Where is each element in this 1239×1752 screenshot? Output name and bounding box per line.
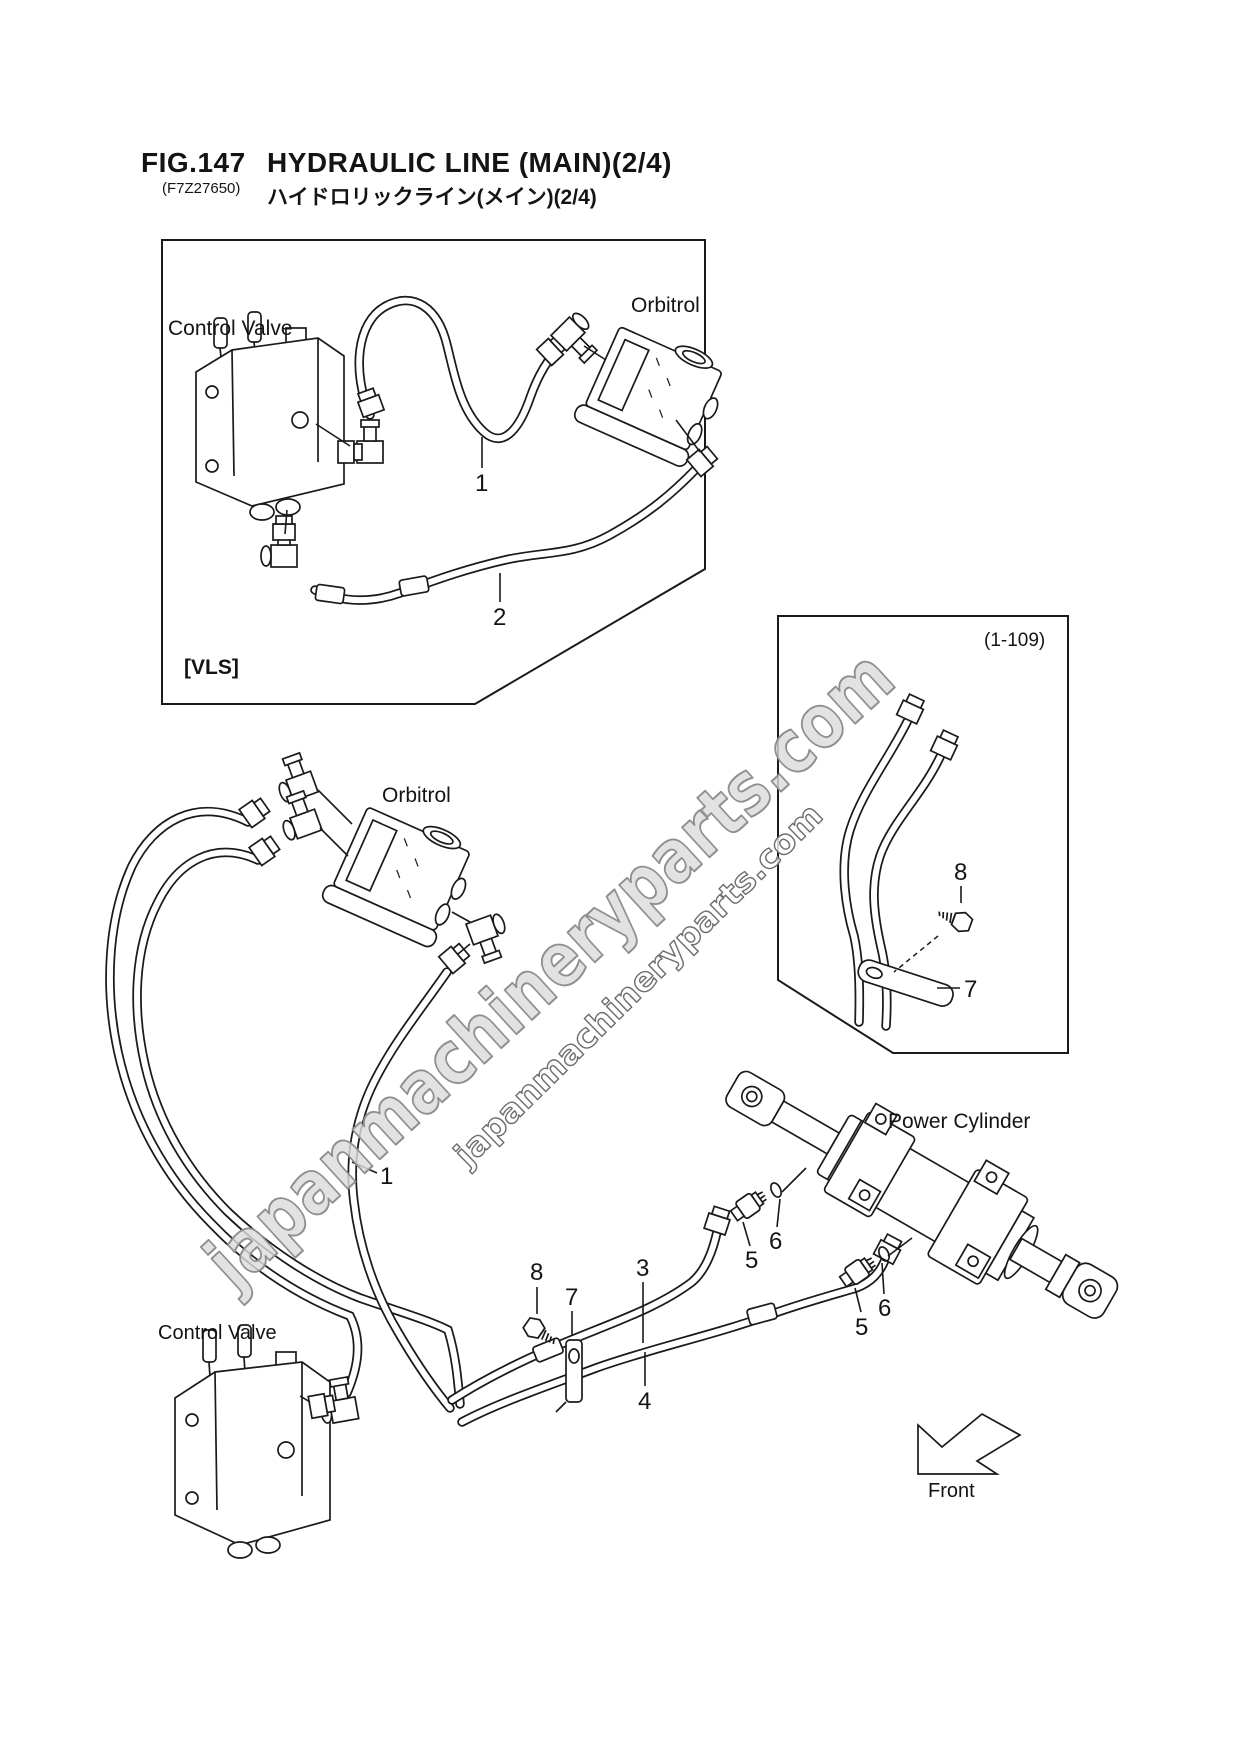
ref-clamp-drawing — [857, 959, 954, 1007]
callout-7-ref: 7 — [964, 976, 978, 1003]
hose-2-drawing — [260, 419, 721, 605]
hose-4-drawing — [457, 1231, 906, 1427]
callout-3: 3 — [636, 1255, 650, 1282]
callout-6a: 6 — [769, 1228, 783, 1255]
figure-number: FIG.147 — [141, 147, 246, 178]
control-valve-bottom-drawing — [174, 1324, 360, 1559]
orbitrol-top-drawing — [573, 326, 722, 467]
main-hoses-drawing — [105, 794, 473, 1413]
front-arrow — [917, 1412, 1022, 1475]
ref-box-outline — [777, 615, 1069, 1054]
label-vls-tag: [VLS] — [184, 656, 239, 679]
watermark-large: japanmachineryparts.com — [187, 634, 910, 1307]
control-valve-top-drawing — [195, 311, 345, 521]
callout-7-main: 7 — [565, 1284, 579, 1311]
vls-box-outline — [161, 239, 706, 705]
callout-1-vls: 1 — [475, 470, 489, 497]
orbitrol-mid-drawing — [321, 807, 470, 948]
callout-4: 4 — [638, 1388, 652, 1415]
hose-1-drawing — [354, 295, 608, 443]
figure-title-en: HYDRAULIC LINE (MAIN)(2/4) — [267, 147, 672, 178]
callout-8-main: 8 — [530, 1259, 544, 1286]
leader-lines — [284, 345, 962, 1403]
callout-2-vls: 2 — [493, 604, 507, 631]
ref-bolt-drawing — [893, 903, 975, 973]
power-cylinder-drawing — [725, 1070, 1119, 1319]
connector-5a-drawing — [727, 1180, 785, 1225]
callout-5b: 5 — [855, 1314, 869, 1341]
figure-title-jp: ハイドロリックライン(メイン)(2/4) — [267, 186, 597, 209]
label-front: Front — [928, 1480, 975, 1502]
callout-6b: 6 — [878, 1295, 892, 1322]
label-power-cylinder: Power Cylinder — [888, 1110, 1031, 1133]
callout-8-ref: 8 — [954, 859, 968, 886]
callout-5a: 5 — [745, 1247, 759, 1274]
figure-part-code: (F7Z27650) — [162, 180, 241, 197]
label-orbitrol-mid: Orbitrol — [382, 784, 451, 807]
label-control-valve-top: Control Valve — [168, 317, 293, 340]
hose-3-drawing — [447, 1204, 734, 1405]
label-orbitrol-top: Orbitrol — [631, 294, 700, 317]
label-control-valve-bottom: Control Valve — [158, 1322, 277, 1344]
label-ref-tag: (1-109) — [984, 630, 1046, 651]
callout-1-main: 1 — [380, 1163, 394, 1190]
main-bolt-clamp-drawing — [520, 1313, 583, 1413]
